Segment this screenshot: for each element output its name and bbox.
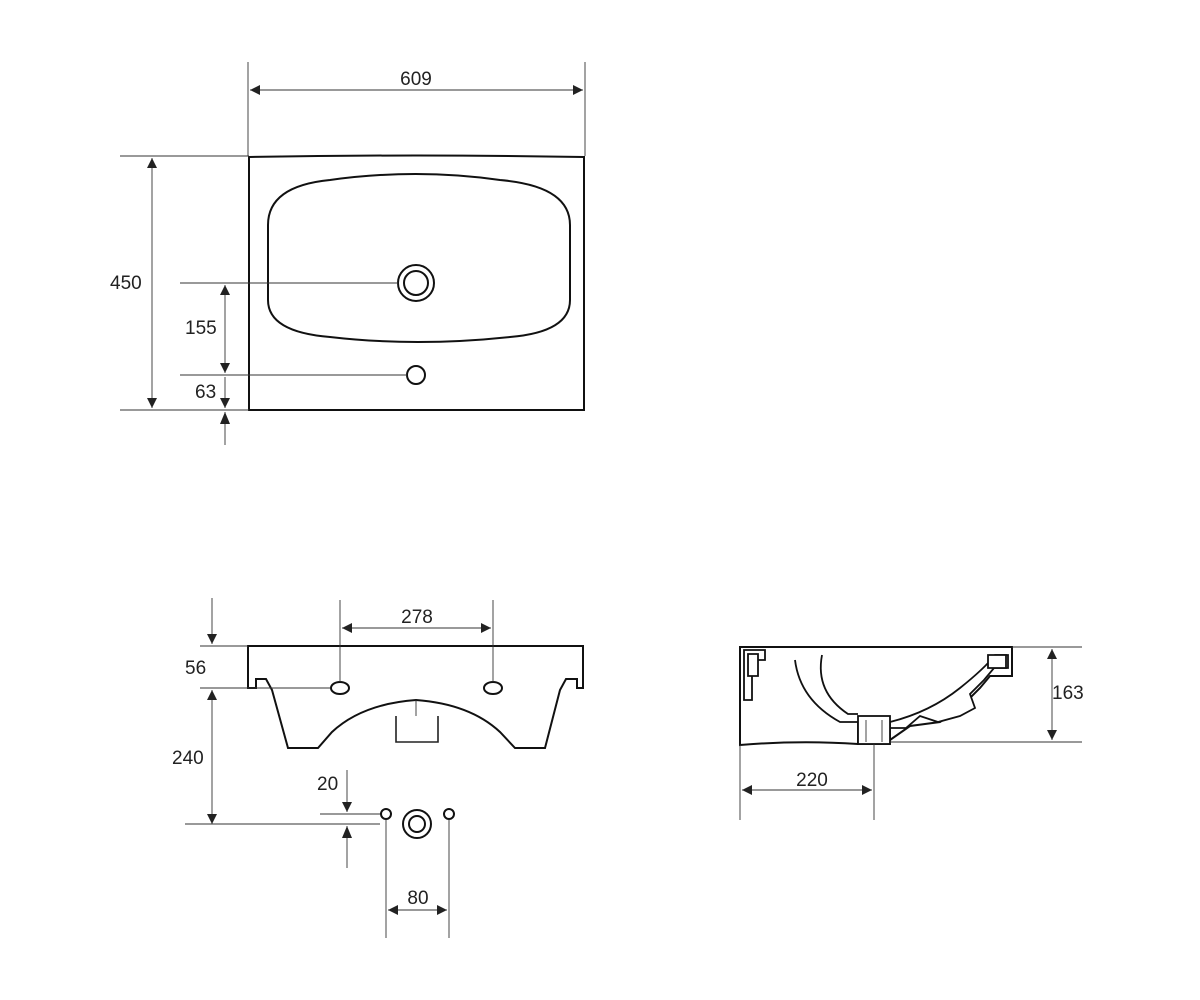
width-label: 609 — [400, 69, 432, 90]
waste-outlet-inner — [408, 815, 426, 833]
bracket-height-label: 240 — [172, 748, 204, 769]
depth-label: 450 — [110, 273, 142, 294]
tap-hole — [406, 365, 426, 385]
front-view: 278 56 240 20 80 — [172, 598, 584, 938]
waste-spacing-label: 80 — [407, 888, 428, 909]
side-view: 163 220 — [739, 646, 1084, 820]
side-height-label: 163 — [1052, 683, 1084, 704]
waste-hole-left — [380, 808, 392, 820]
waste-offset-label: 20 — [317, 774, 338, 795]
side-drain-block — [857, 715, 891, 745]
bowl-outline — [267, 173, 571, 343]
drain-inner-ring — [403, 270, 429, 296]
overflow-distance-label: 63 — [195, 382, 216, 403]
tap-distance-label: 155 — [185, 318, 217, 339]
top-view: 609 450 155 63 — [110, 62, 586, 445]
hole-spacing-label: 278 — [401, 607, 433, 628]
bracket-slot-left — [330, 681, 350, 695]
side-drain-depth-label: 220 — [796, 770, 828, 791]
waste-hole-right — [443, 808, 455, 820]
rim-height-label: 56 — [185, 658, 206, 679]
bracket-slot-right — [483, 681, 503, 695]
basin-front-outline — [247, 645, 584, 749]
